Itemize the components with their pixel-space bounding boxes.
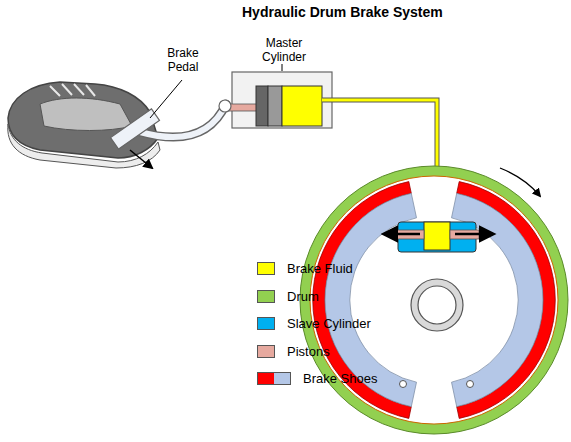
legend-text: Brake Shoes — [303, 371, 377, 386]
legend-text: Brake Fluid — [287, 261, 353, 276]
legend-swatch — [257, 345, 275, 358]
pedal-pivot — [219, 100, 231, 112]
pedal-arrow — [130, 150, 152, 168]
anchor-pin — [400, 381, 407, 388]
legend-text: Pistons — [287, 344, 330, 359]
slave-fluid — [424, 222, 450, 250]
diagram-title: Hydraulic Drum Brake System — [242, 4, 442, 20]
force-arrow — [455, 233, 493, 236]
legend-swatch — [257, 262, 275, 275]
master-piston — [268, 86, 282, 126]
legend-swatch — [257, 290, 275, 303]
leader-line — [282, 64, 283, 71]
brake-fluid — [282, 86, 322, 126]
master-piston — [256, 86, 268, 126]
hub — [411, 279, 463, 331]
master-cylinder-node: Master Cylinder — [232, 72, 332, 128]
force-arrow — [384, 233, 420, 236]
master-cylinder-housing — [232, 72, 332, 128]
drum-inner — [310, 176, 558, 424]
legend-swatch — [257, 317, 275, 330]
legend-swatch — [257, 372, 291, 385]
legend-text: Drum — [287, 289, 319, 304]
foot-shoe — [8, 82, 160, 168]
anchor-pin — [467, 381, 474, 388]
part-label: Brake Pedal — [154, 46, 212, 74]
component-label: Master Cylinder — [252, 36, 316, 64]
legend-text: Slave Cylinder — [287, 316, 371, 331]
hub-hole — [418, 286, 456, 324]
drum — [300, 166, 568, 434]
leader-line — [150, 80, 182, 118]
